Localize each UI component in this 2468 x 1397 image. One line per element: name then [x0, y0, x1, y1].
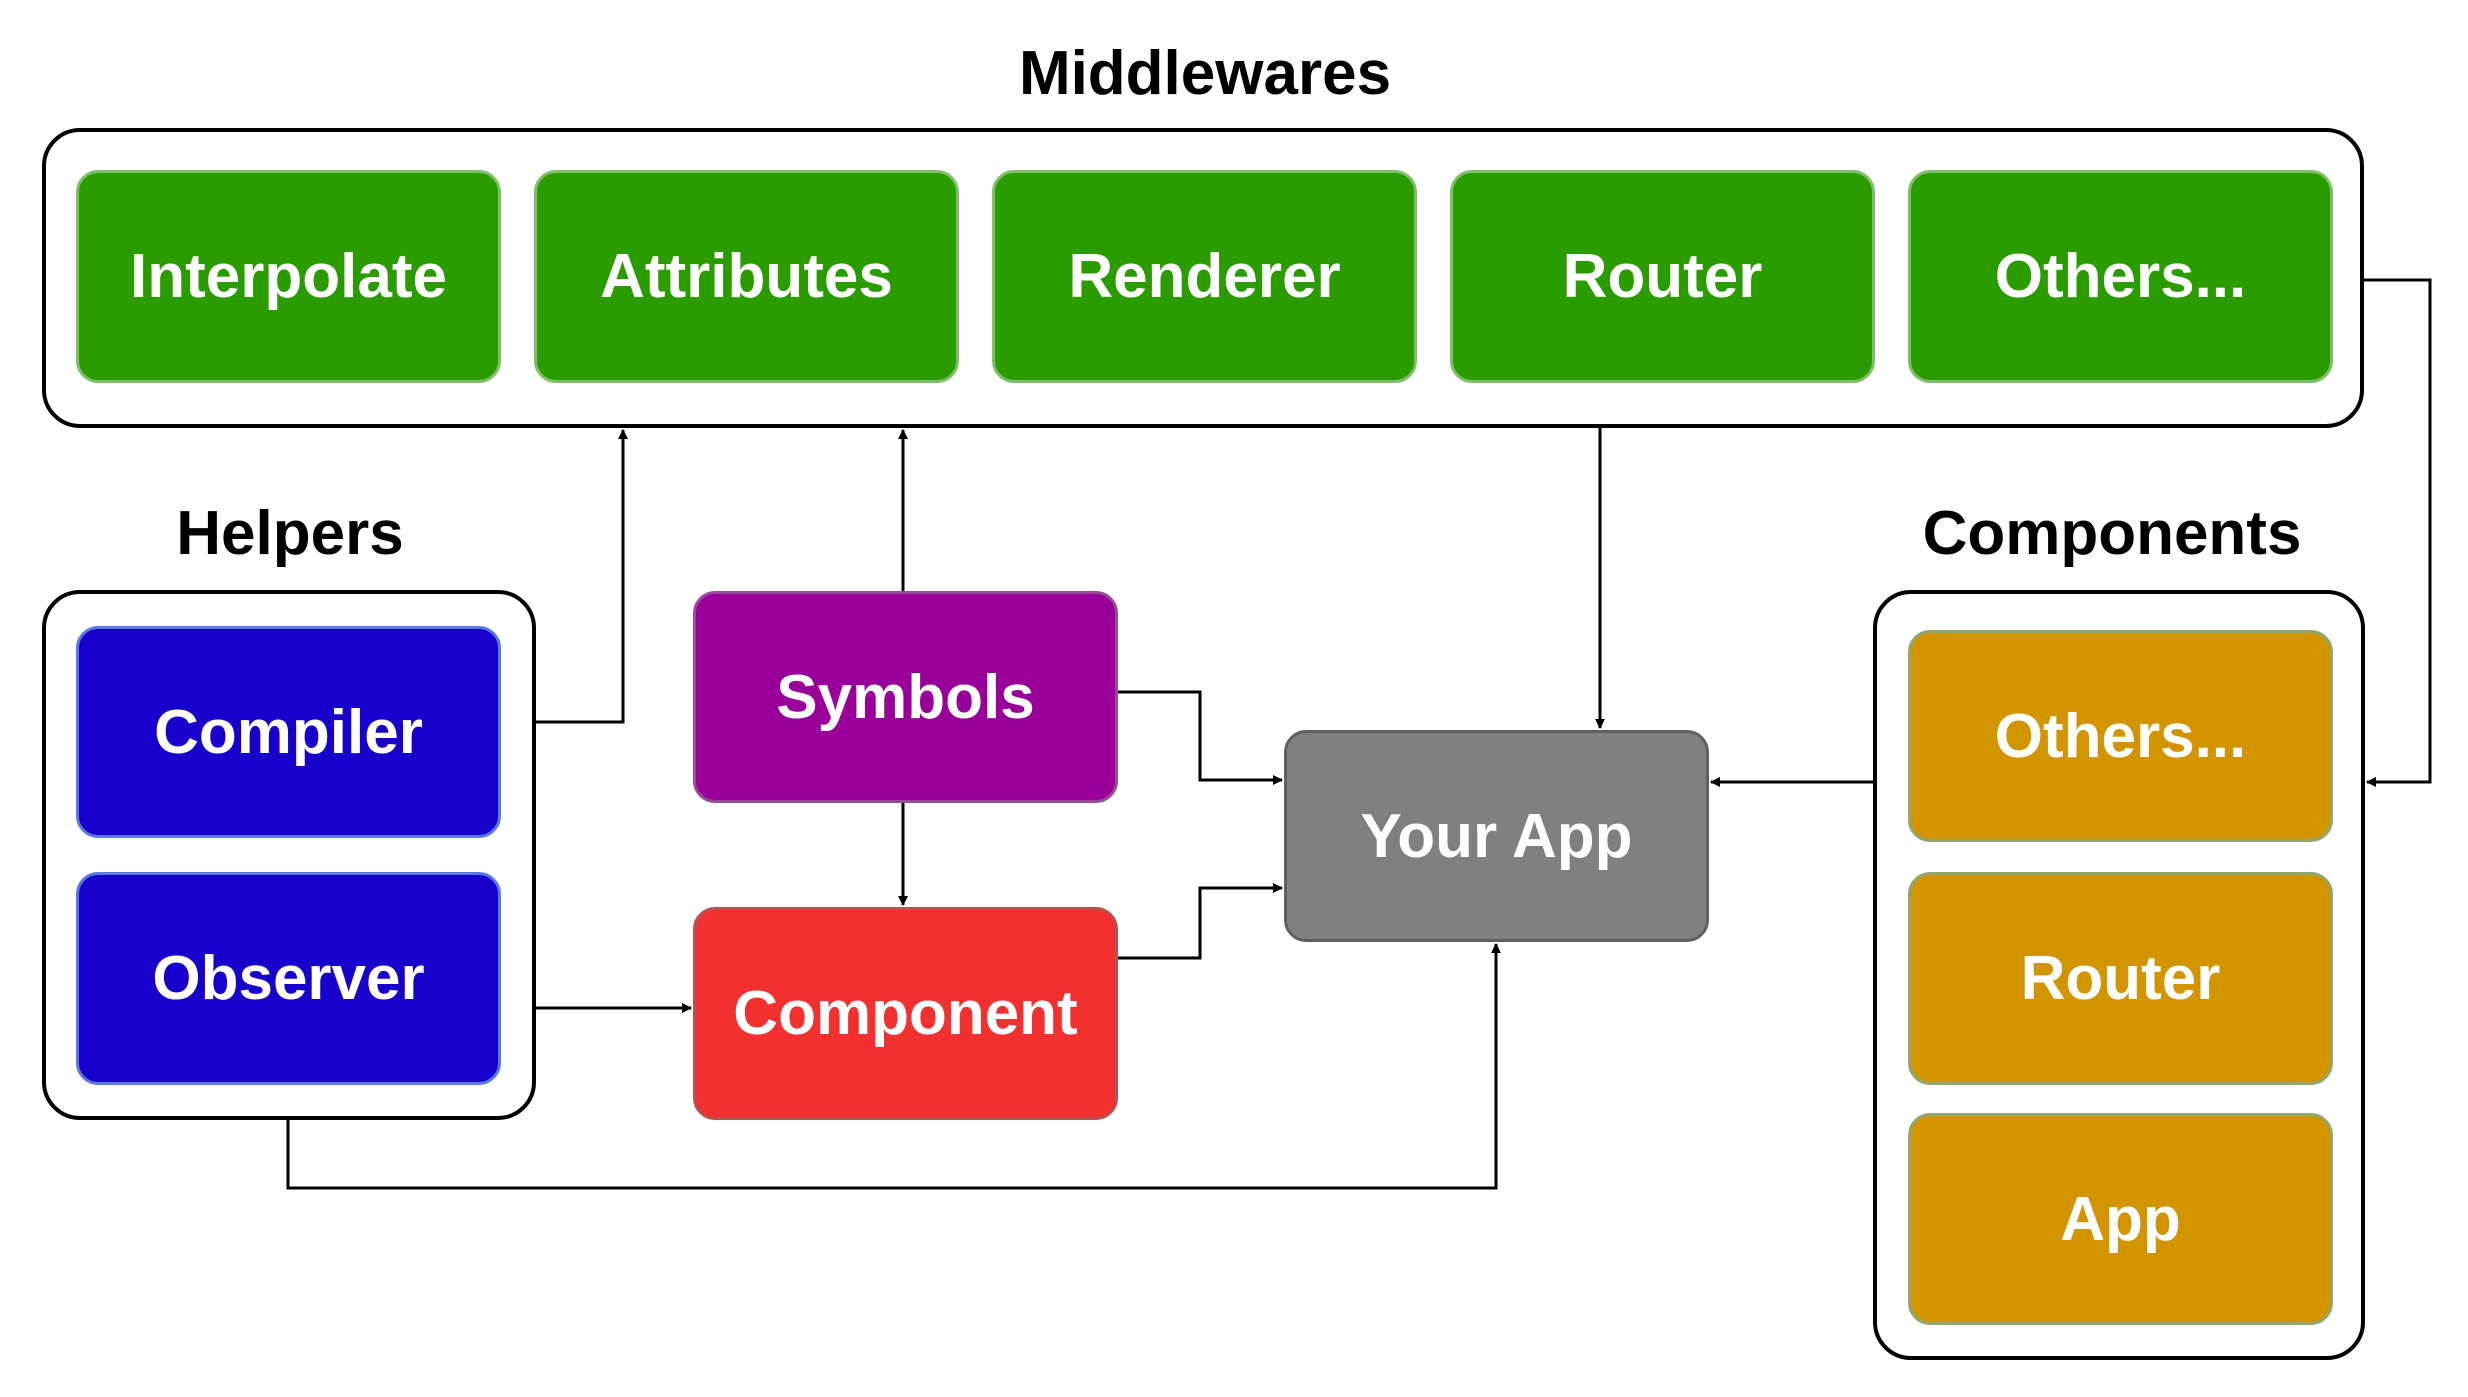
middleware-router[interactable]: Router [1450, 170, 1875, 383]
symbols-node[interactable]: Symbols [693, 591, 1118, 803]
components-title: Components [1922, 499, 2302, 568]
component-app[interactable]: App [1908, 1113, 2333, 1325]
connector-middlewares-to-components [2364, 278, 2432, 787]
connector-symbols-to-app [1118, 690, 1283, 785]
component-node[interactable]: Component [693, 907, 1118, 1120]
connector-helpers-to-app [286, 943, 1501, 1190]
middleware-others[interactable]: Others... [1908, 170, 2333, 383]
middleware-renderer[interactable]: Renderer [992, 170, 1417, 383]
component-others[interactable]: Others... [1908, 630, 2333, 842]
connector-helpers-to-middlewares [536, 429, 628, 724]
middlewares-title: Middlewares [1018, 39, 1392, 108]
helper-observer[interactable]: Observer [76, 872, 501, 1085]
connector-component-to-app [1118, 883, 1283, 960]
helpers-title: Helpers [176, 499, 404, 568]
helper-compiler[interactable]: Compiler [76, 626, 501, 838]
middleware-interpolate[interactable]: Interpolate [76, 170, 501, 383]
component-router[interactable]: Router [1908, 872, 2333, 1085]
your-app-node[interactable]: Your App [1284, 730, 1709, 942]
middleware-attributes[interactable]: Attributes [534, 170, 959, 383]
